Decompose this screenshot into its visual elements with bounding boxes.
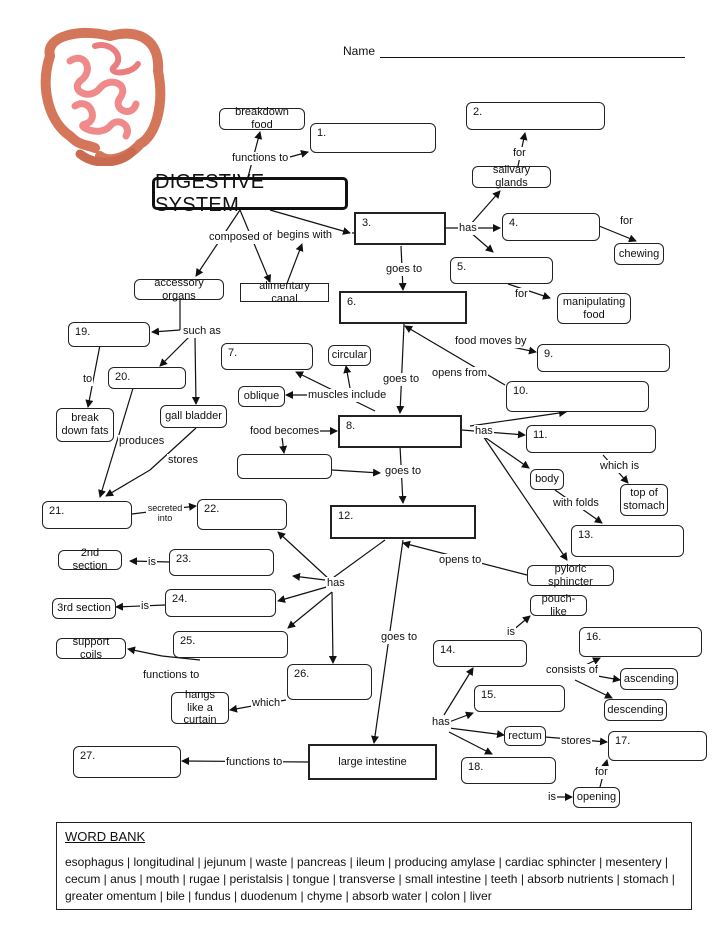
box-alimentary-canal: alimentary canal <box>240 280 329 305</box>
blank-9[interactable]: 9. <box>537 344 670 372</box>
label-muscles-include: muscles include <box>307 389 388 402</box>
blank-23[interactable]: 23. <box>169 549 274 576</box>
box-accessory-organs: accessory organs <box>134 277 224 302</box>
blank-7[interactable]: 7. <box>221 343 313 370</box>
box-gall-bladder: gall bladder <box>160 405 227 428</box>
label-for-4: for <box>594 766 609 779</box>
blank-18[interactable]: 18. <box>461 757 556 784</box>
box-2nd-section: 2nd section <box>58 547 122 572</box>
blank-4[interactable]: 4. <box>502 213 600 241</box>
word-bank-title: WORD BANK <box>65 829 146 844</box>
blank-food-becomes[interactable] <box>237 454 332 479</box>
label-opens-to: opens to <box>438 554 483 567</box>
label-produces: produces <box>118 435 166 448</box>
blank-6[interactable]: 6. <box>339 291 467 324</box>
blank-17[interactable]: 17. <box>608 731 707 761</box>
label-opens-from: opens from <box>431 367 489 380</box>
label-goes-to-4: goes to <box>380 631 419 644</box>
blank-20[interactable]: 20. <box>108 367 186 389</box>
label-which: which <box>251 697 282 710</box>
label-is-3: is <box>506 626 516 639</box>
box-3rd-section: 3rd section <box>52 598 116 619</box>
box-oblique: oblique <box>238 386 285 407</box>
name-label: Name <box>343 44 376 58</box>
box-salivary-glands: salivary glands <box>472 164 551 189</box>
label-consists-of: consists of <box>545 664 599 677</box>
box-body: body <box>530 469 564 490</box>
box-pyloric-sphincter: pyloric sphincter <box>527 563 614 588</box>
name-field-line[interactable] <box>380 57 685 58</box>
box-ascending: ascending <box>620 668 678 690</box>
blank-8[interactable]: 8. <box>338 415 462 448</box>
label-is-4: is <box>547 791 557 804</box>
label-composed-of: composed of <box>208 231 273 244</box>
label-functions-to-3: functions to <box>225 756 284 769</box>
blank-16[interactable]: 16. <box>579 627 702 657</box>
blank-25[interactable]: 25. <box>173 631 288 658</box>
label-functions-to-2: functions to <box>142 669 201 682</box>
label-has-4: has <box>431 716 451 729</box>
page-title: DIGESTIVE SYSTEM <box>152 171 348 216</box>
word-bank-words: esophagus | longitudinal | jejunum | was… <box>65 855 675 903</box>
label-food-becomes: food becomes <box>249 425 321 438</box>
box-opening: opening <box>573 787 620 808</box>
label-is-1: is <box>147 556 157 569</box>
label-to: to <box>82 373 94 386</box>
word-bank: WORD BANK esophagus | longitudinal | jej… <box>56 822 692 910</box>
blank-24[interactable]: 24. <box>165 589 276 617</box>
label-has-3: has <box>326 577 346 590</box>
label-such-as: such as <box>182 325 222 338</box>
blank-2[interactable]: 2. <box>466 102 605 130</box>
label-with-folds: with folds <box>552 497 600 510</box>
blank-27[interactable]: 27. <box>73 746 181 778</box>
blank-19[interactable]: 19. <box>68 322 150 347</box>
blank-11[interactable]: 11. <box>526 425 656 453</box>
label-stores-2: stores <box>560 735 592 748</box>
label-goes-to-1: goes to <box>385 263 424 276</box>
label-which-is: which is <box>599 460 641 473</box>
box-chewing: chewing <box>614 243 664 265</box>
label-has-2: has <box>474 425 494 438</box>
label-functions-to-1: functions to <box>231 152 290 165</box>
label-secreted-into: secreted into <box>146 503 184 523</box>
box-pouch-like: pouch-like <box>530 593 587 618</box>
blank-26[interactable]: 26. <box>287 664 372 700</box>
box-top-of-stomach: top of stomach <box>620 484 668 516</box>
box-large-intestine: large intestine <box>308 744 437 780</box>
label-stores-1: stores <box>167 454 199 467</box>
box-break-down-fats: break down fats <box>56 408 114 442</box>
blank-3[interactable]: 3. <box>354 212 446 245</box>
blank-5[interactable]: 5. <box>450 257 553 284</box>
label-goes-to-3: goes to <box>384 465 423 478</box>
box-circular: circular <box>328 345 371 366</box>
label-for-2: for <box>619 215 634 228</box>
blank-22[interactable]: 22. <box>197 499 287 530</box>
blank-13[interactable]: 13. <box>571 525 684 557</box>
blank-12[interactable]: 12. <box>330 505 476 539</box>
box-support-coils: support coils <box>56 636 126 661</box>
blank-14[interactable]: 14. <box>433 640 527 667</box>
label-begins-with: begins with <box>276 229 334 242</box>
box-breakdown-food: breakdown food <box>219 106 305 131</box>
blank-1[interactable]: 1. <box>310 123 436 153</box>
label-is-2: is <box>140 600 150 613</box>
label-for-1: for <box>512 147 527 160</box>
box-rectum: rectum <box>504 726 546 746</box>
blank-21[interactable]: 21. <box>42 501 132 529</box>
blank-10[interactable]: 10. <box>506 381 649 412</box>
box-descending: descending <box>604 699 667 721</box>
box-hangs-like-curtain: hangs like a curtain <box>171 689 229 726</box>
intestine-illustration <box>40 28 166 166</box>
label-has-1: has <box>458 222 478 235</box>
label-goes-to-2: goes to <box>382 373 421 386</box>
label-for-3: for <box>514 288 529 301</box>
blank-15[interactable]: 15. <box>474 685 565 712</box>
box-manipulating-food: manipulating food <box>557 293 631 324</box>
label-food-moves-by: food moves by <box>454 335 528 348</box>
